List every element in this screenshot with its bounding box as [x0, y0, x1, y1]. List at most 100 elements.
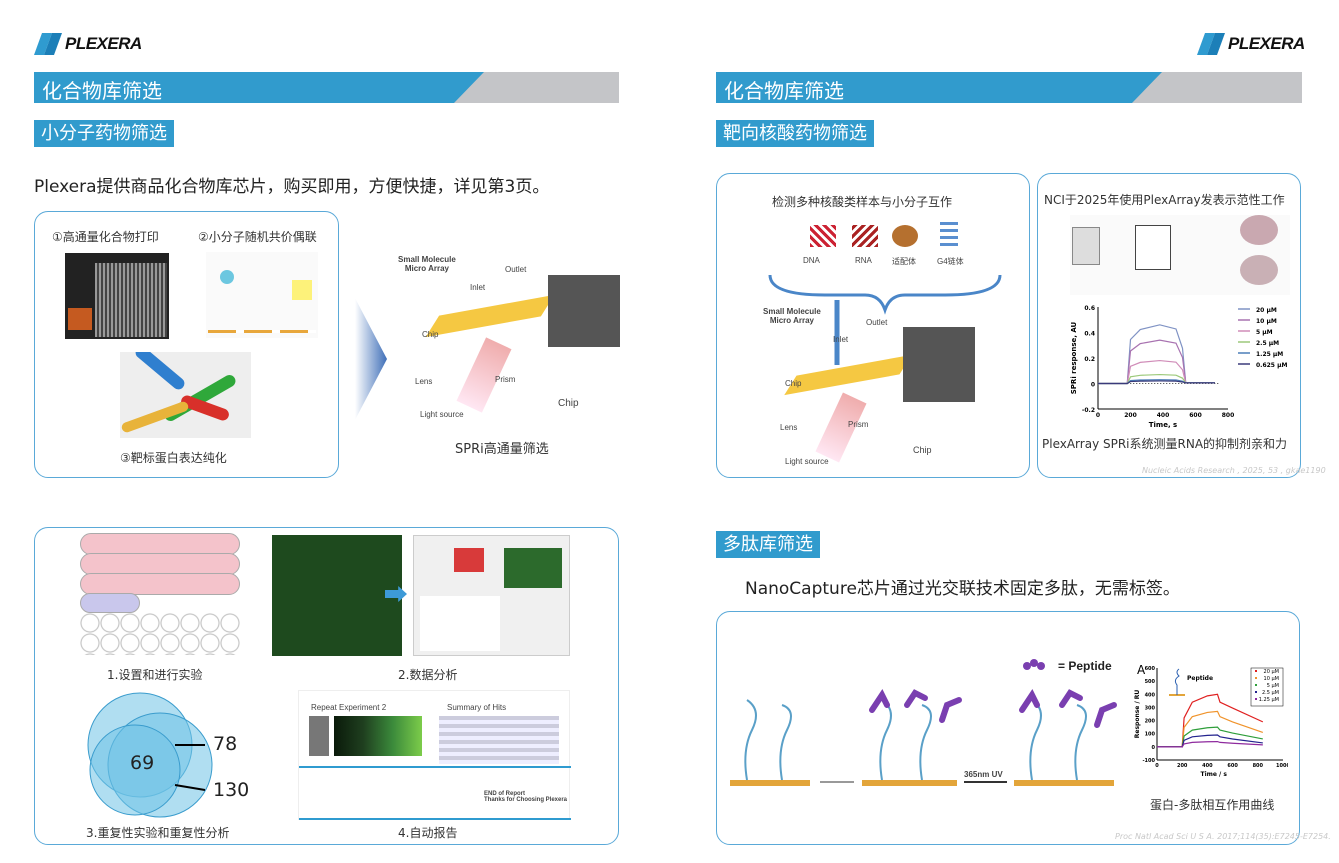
inset-label: Peptide — [1187, 675, 1213, 682]
x-tick: 0 — [1096, 412, 1100, 419]
step-caption-4: 4.自动报告 — [398, 826, 458, 840]
label-sm: Small Molecule — [763, 307, 821, 316]
y-tick: 300 — [1145, 705, 1156, 711]
legend-label: 5 μM — [1267, 683, 1279, 689]
legend-label: 0.625 μM — [1256, 362, 1287, 369]
legend-label: 20 μM — [1256, 307, 1277, 314]
x-tick: 200 — [1124, 412, 1137, 419]
peptide-subsection-title: 多肽库筛选 — [716, 531, 820, 558]
y-tick: 200 — [1145, 719, 1156, 725]
label-chip2: Chip — [558, 398, 579, 409]
plate-layout-image — [80, 533, 240, 655]
inset-peptide — [1174, 668, 1180, 695]
x-tick: 600 — [1189, 412, 1202, 419]
intro-text: Plexera提供商品化合物库芯片，购买即用，方便快捷，详见第3页。 — [34, 177, 550, 197]
nci-workflow-image — [1070, 215, 1290, 295]
panel-a-title: 检测多种核酸类样本与小分子互作 — [772, 195, 953, 209]
x-tick: 400 — [1157, 412, 1170, 419]
series-line-2 — [1098, 359, 1215, 385]
section-title: 化合物库筛选 — [724, 79, 844, 103]
x-tick: 400 — [1202, 763, 1213, 769]
legend-swatch — [1255, 684, 1257, 686]
series-line-3 — [1157, 734, 1263, 748]
plexera-logo-right: PLEXERA — [1196, 32, 1305, 56]
type-rna: RNA — [855, 256, 872, 265]
y-tick: 0.4 — [1084, 331, 1095, 338]
peptide-citation: Proc Natl Acad Sci U S A. 2017;114(35):E… — [1115, 832, 1331, 841]
series-line-1 — [1098, 339, 1215, 385]
brace-arrow — [768, 274, 1002, 365]
type-dna: DNA — [803, 256, 820, 265]
g4-icon — [940, 222, 958, 250]
label-prism: Prism — [848, 420, 869, 429]
legend-box — [1250, 667, 1284, 707]
x-label: Time / s — [1200, 771, 1227, 778]
protein-image — [120, 352, 251, 438]
sample-types: DNA RNA 适配体 G4链体 — [800, 222, 980, 272]
y-tick: 0 — [1152, 745, 1156, 751]
aptamer-icon — [892, 225, 918, 247]
legend-label: 1.25 μM — [1259, 697, 1279, 703]
chip-image — [903, 327, 975, 402]
section-header: 化合物库筛选 — [34, 72, 619, 103]
label-inlet: Inlet — [470, 283, 486, 292]
venn-top-count: 78 — [213, 733, 238, 755]
panel-b-title: NCI于2025年使用PlexArray发表示范性工作 — [1044, 193, 1285, 207]
y-tick: 600 — [1145, 666, 1156, 672]
label-outlet: Outlet — [505, 265, 527, 274]
report-title-1: Repeat Experiment 2 — [311, 703, 387, 712]
y-tick: 0.6 — [1084, 305, 1095, 312]
brand-text: PLEXERA — [65, 34, 142, 53]
label-inlet: Inlet — [833, 335, 849, 344]
x-tick: 600 — [1227, 763, 1238, 769]
report-title-2: Summary of Hits — [447, 703, 507, 712]
arrow-right-icon — [355, 298, 387, 420]
y-tick: 0.2 — [1084, 356, 1095, 363]
label-light: Light source — [785, 457, 829, 466]
y-tick: -100 — [1142, 758, 1155, 764]
step3-label: ③靶标蛋白表达纯化 — [120, 451, 227, 465]
peptide-legend: = Peptide — [1058, 659, 1112, 673]
label-light: Light source — [420, 410, 464, 419]
report-end-2: Thanks for Choosing Plexera — [484, 797, 568, 803]
x-label: Time, s — [1149, 421, 1177, 429]
step-caption-2: 2.数据分析 — [398, 668, 458, 682]
chip-image — [548, 275, 620, 347]
venn-center-count: 69 — [130, 752, 155, 774]
x-tick: 800 — [1253, 763, 1264, 769]
series-line-4 — [1157, 740, 1263, 748]
y-label: Response / RU — [1134, 690, 1141, 739]
plexera-logo: PLEXERA — [33, 32, 142, 56]
label-chip2: Chip — [913, 445, 932, 455]
label-lens: Lens — [780, 423, 798, 432]
y-label: SPRi response, AU — [1070, 321, 1078, 394]
report-preview: Repeat Experiment 2 Summary of Hits END … — [298, 690, 571, 820]
spri-caption: SPRi高通量筛选 — [455, 442, 549, 457]
legend-swatch — [1255, 677, 1257, 679]
step1-label: ①高通量化合物打印 — [52, 230, 159, 244]
y-tick: 500 — [1145, 679, 1156, 685]
logo-icon — [1196, 32, 1226, 56]
step-caption-3: 3.重复性实验和重复性分析 — [86, 826, 230, 840]
section-title: 化合物库筛选 — [42, 79, 162, 103]
x-tick: 0 — [1155, 763, 1159, 769]
legend-label: 20 μM — [1264, 669, 1279, 675]
printing-image — [65, 253, 169, 339]
label-outlet: Outlet — [866, 318, 888, 327]
label-sm: Small Molecule — [398, 255, 456, 264]
label-prism: Prism — [495, 375, 516, 384]
label-ma: Micro Array — [769, 316, 814, 325]
y-tick: 400 — [1145, 692, 1156, 698]
series-line-0 — [1157, 693, 1264, 748]
legend-label: 1.25 μM — [1256, 351, 1283, 358]
nucleic-acid-panel — [716, 173, 1030, 478]
x-tick: 800 — [1222, 412, 1235, 419]
analysis-software-screenshot — [413, 535, 570, 656]
uv-label: 365nm UV — [964, 770, 1003, 779]
y-tick: -0.2 — [1082, 407, 1095, 414]
step-caption-1: 1.设置和进行实验 — [107, 668, 203, 682]
